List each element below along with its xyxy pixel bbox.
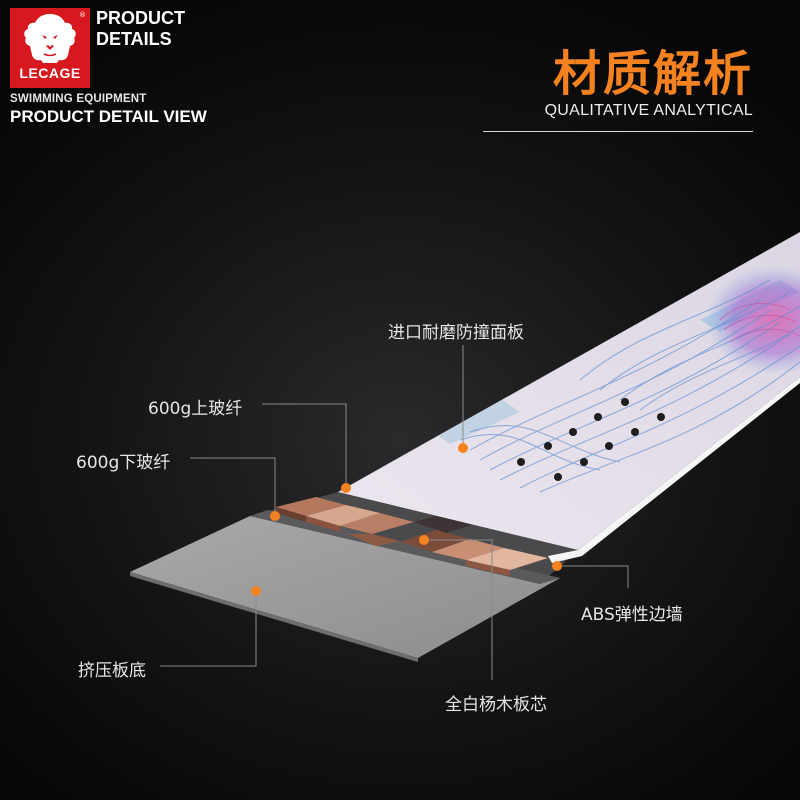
view-label: PRODUCT DETAIL VIEW xyxy=(10,107,207,126)
marker-base xyxy=(251,586,261,596)
logo-wordmark: LECAGE xyxy=(19,65,81,81)
page-subtitle: QUALITATIVE ANALYTICAL xyxy=(544,102,753,119)
category-label: SWIMMING EQUIPMENT xyxy=(10,93,147,105)
marker-upper-fiberglass xyxy=(341,483,351,493)
page-title: 材质解析 xyxy=(552,46,753,102)
badge-line-2: DETAILS xyxy=(96,29,172,49)
marker-lower-fiberglass xyxy=(270,511,280,521)
callout-abs-sidewall: ABS弹性边墙 xyxy=(581,605,683,625)
marker-wood-core xyxy=(419,535,429,545)
callout-base: 挤压板底 xyxy=(78,661,146,681)
lion-icon xyxy=(24,14,76,63)
brand-logo: ® LECAGE xyxy=(10,8,90,88)
marker-top-sheet xyxy=(458,443,468,453)
marker-abs-sidewall xyxy=(552,561,562,571)
product-details-badge: PRODUCT DETAILS xyxy=(96,8,185,50)
callout-markers xyxy=(251,443,562,596)
registered-mark: ® xyxy=(79,11,86,19)
callout-lower-fiberglass: 600g下玻纤 xyxy=(76,453,171,473)
leader-lines xyxy=(160,345,629,680)
base-layer xyxy=(130,516,560,658)
title-divider xyxy=(483,131,753,132)
base-edge xyxy=(130,572,418,662)
callout-upper-fiberglass: 600g上玻纤 xyxy=(148,399,243,419)
top-sheet xyxy=(338,232,800,550)
callout-wood-core: 全白杨木板芯 xyxy=(445,695,547,715)
badge-line-1: PRODUCT xyxy=(96,8,185,28)
steel-dots xyxy=(517,398,665,481)
callout-top-sheet: 进口耐磨防撞面板 xyxy=(388,323,524,343)
